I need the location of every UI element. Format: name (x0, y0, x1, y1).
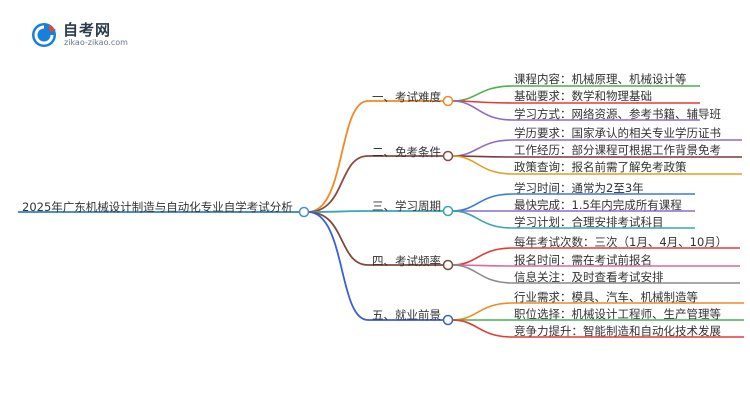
branch-item: 信息关注：及时查看考试安排 (514, 270, 664, 284)
branch-node (442, 205, 454, 217)
branch-item: 工作经历：部分课程可根据工作背景免考 (514, 143, 721, 157)
branch-item: 竞争力提升：智能制造和自动化技术发展 (514, 324, 721, 338)
branch-node (442, 314, 454, 326)
branch-item: 学习时间：通常为2至3年 (514, 181, 644, 195)
mindmap-root-label: 2025年广东机械设计制造与自动化专业自学考试分析 (22, 200, 293, 214)
branch-node (442, 150, 454, 162)
branch-item: 职位选择：机械设计工程师、生产管理等 (514, 307, 721, 321)
branch-connector (307, 100, 443, 213)
branch-item: 学习计划：合理安排考试科目 (514, 215, 664, 229)
branch-item: 每年考试次数：三次（1月、4月、10月） (514, 235, 728, 249)
branch-item: 学历要求：国家承认的相关专业学历证书 (514, 126, 721, 140)
branch-label-difficulty: 一、考试难度 (372, 90, 441, 104)
branch-item: 学习方式：网络资源、参考书籍、辅导班 (514, 107, 721, 121)
logo-url: zikao-zikao.com (64, 38, 128, 47)
branch-connector (307, 155, 443, 213)
branch-item: 报名时间：需在考试前报名 (514, 253, 652, 267)
logo-mark-icon (32, 23, 56, 47)
branch-node (442, 259, 454, 271)
item-connector (451, 264, 740, 284)
branch-connector (307, 211, 443, 266)
branch-label-exam-frequency: 四、考试频率 (372, 254, 441, 268)
branch-item: 课程内容：机械原理、机械设计等 (514, 72, 687, 86)
site-logo[interactable]: 自考网 zikao-zikao.com (30, 18, 150, 52)
branch-item: 最快完成：1.5年内完成所有课程 (514, 198, 682, 212)
item-connector (451, 100, 700, 121)
branch-label-career: 五、就业前景 (372, 308, 441, 322)
branch-node (442, 95, 454, 107)
logo-name: 自考网 (63, 21, 112, 39)
item-connector (451, 155, 742, 175)
root-node (298, 206, 310, 218)
branch-connector (307, 210, 443, 213)
branch-item: 政策查询：报名前需了解免考政策 (514, 160, 687, 174)
branch-label-study-period: 三、学习周期 (372, 199, 441, 213)
branch-connector (307, 211, 443, 321)
branch-item: 基础要求：数学和物理基础 (514, 89, 652, 103)
item-connector (451, 210, 695, 229)
branch-item: 行业需求：模具、汽车、机械制造等 (514, 290, 698, 304)
item-connector (451, 319, 744, 338)
branch-label-exemption: 二、免考条件 (372, 145, 441, 159)
